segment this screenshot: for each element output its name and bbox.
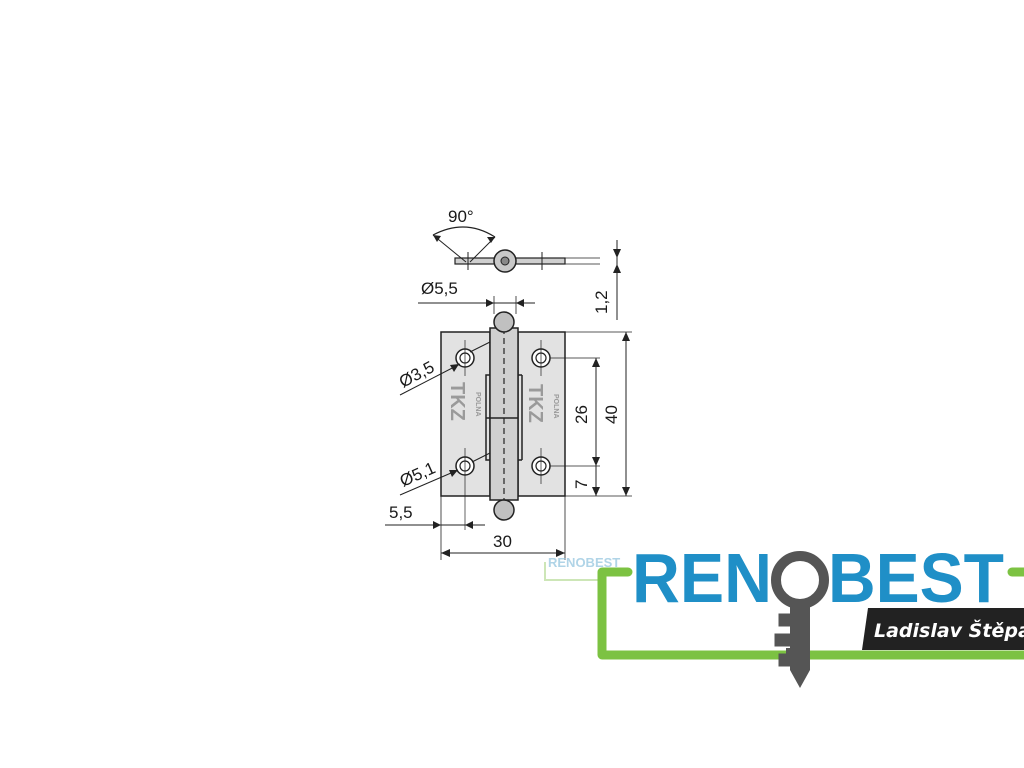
dim-arrow-icon bbox=[441, 549, 450, 557]
dim-arrow-icon bbox=[613, 264, 621, 273]
dim-arrow-icon bbox=[449, 470, 458, 477]
hinge-knuckle-outline bbox=[485, 374, 518, 461]
width-label: 30 bbox=[493, 532, 512, 551]
dim-arrow-icon bbox=[556, 549, 565, 557]
dim-arrow-icon bbox=[516, 299, 524, 307]
right-leaf-emboss-city: POLNA bbox=[552, 394, 559, 419]
bottom-offset-label: 7 bbox=[572, 480, 591, 489]
dim-arrow-icon bbox=[433, 521, 441, 529]
countersink-leader-line bbox=[399, 469, 459, 496]
hole-spacing-label: 26 bbox=[572, 405, 591, 424]
thickness-label: 1,2 bbox=[592, 290, 611, 314]
countersink-leader-line bbox=[471, 452, 491, 463]
hinge-top-view: 90° 1,2 Ø5,5 bbox=[418, 207, 621, 320]
renobest-logo: REN BEST Ladislav Štěpán bbox=[597, 539, 1024, 688]
pin-cap-bottom-icon bbox=[493, 499, 515, 521]
left-leaf-emboss-city: POLNA bbox=[474, 392, 481, 417]
right-leaf-emboss-brand: TKZ bbox=[524, 384, 546, 423]
dim-arrow-icon bbox=[486, 299, 494, 307]
logo-brand-left: REN bbox=[632, 539, 772, 617]
pin-cap-top-icon bbox=[493, 311, 515, 333]
hinge-front-view: TKZ POLNA TKZ POLNA bbox=[440, 311, 566, 530]
dim-arrow-icon bbox=[450, 364, 459, 372]
left-leaf-emboss-brand: TKZ bbox=[446, 382, 468, 421]
small-watermark: RENOBEST bbox=[544, 555, 620, 581]
angle-arrow-icon bbox=[433, 235, 441, 242]
dim-arrow-icon bbox=[622, 332, 630, 341]
dim-arrow-icon bbox=[592, 457, 600, 466]
angle-arc bbox=[432, 226, 496, 238]
angle-arrow-icon bbox=[487, 237, 495, 243]
countersink-diameter-label: Ø5,1 bbox=[397, 458, 438, 490]
logo-green-frame bbox=[597, 567, 1024, 660]
logo-owner-name: Ladislav Štěpán bbox=[874, 618, 1024, 642]
key-icon bbox=[771, 551, 829, 688]
hole-leader-line bbox=[469, 341, 491, 353]
height-label: 40 bbox=[602, 405, 621, 424]
hole-leader-line bbox=[399, 363, 461, 396]
side-offset-label: 5,5 bbox=[389, 503, 413, 522]
dim-arrow-icon bbox=[622, 487, 630, 496]
pin-diameter-label: Ø5,5 bbox=[421, 279, 458, 298]
dim-arrow-icon bbox=[592, 358, 600, 367]
dim-arrow-icon bbox=[613, 249, 621, 258]
angle-label: 90° bbox=[448, 207, 474, 226]
small-watermark-text: RENOBEST bbox=[548, 555, 620, 570]
top-view-pin bbox=[500, 256, 510, 266]
dim-arrow-icon bbox=[465, 521, 473, 529]
owner-bar bbox=[862, 608, 1024, 650]
dim-arrow-icon bbox=[592, 487, 600, 496]
logo-brand-right: BEST bbox=[828, 539, 1004, 617]
